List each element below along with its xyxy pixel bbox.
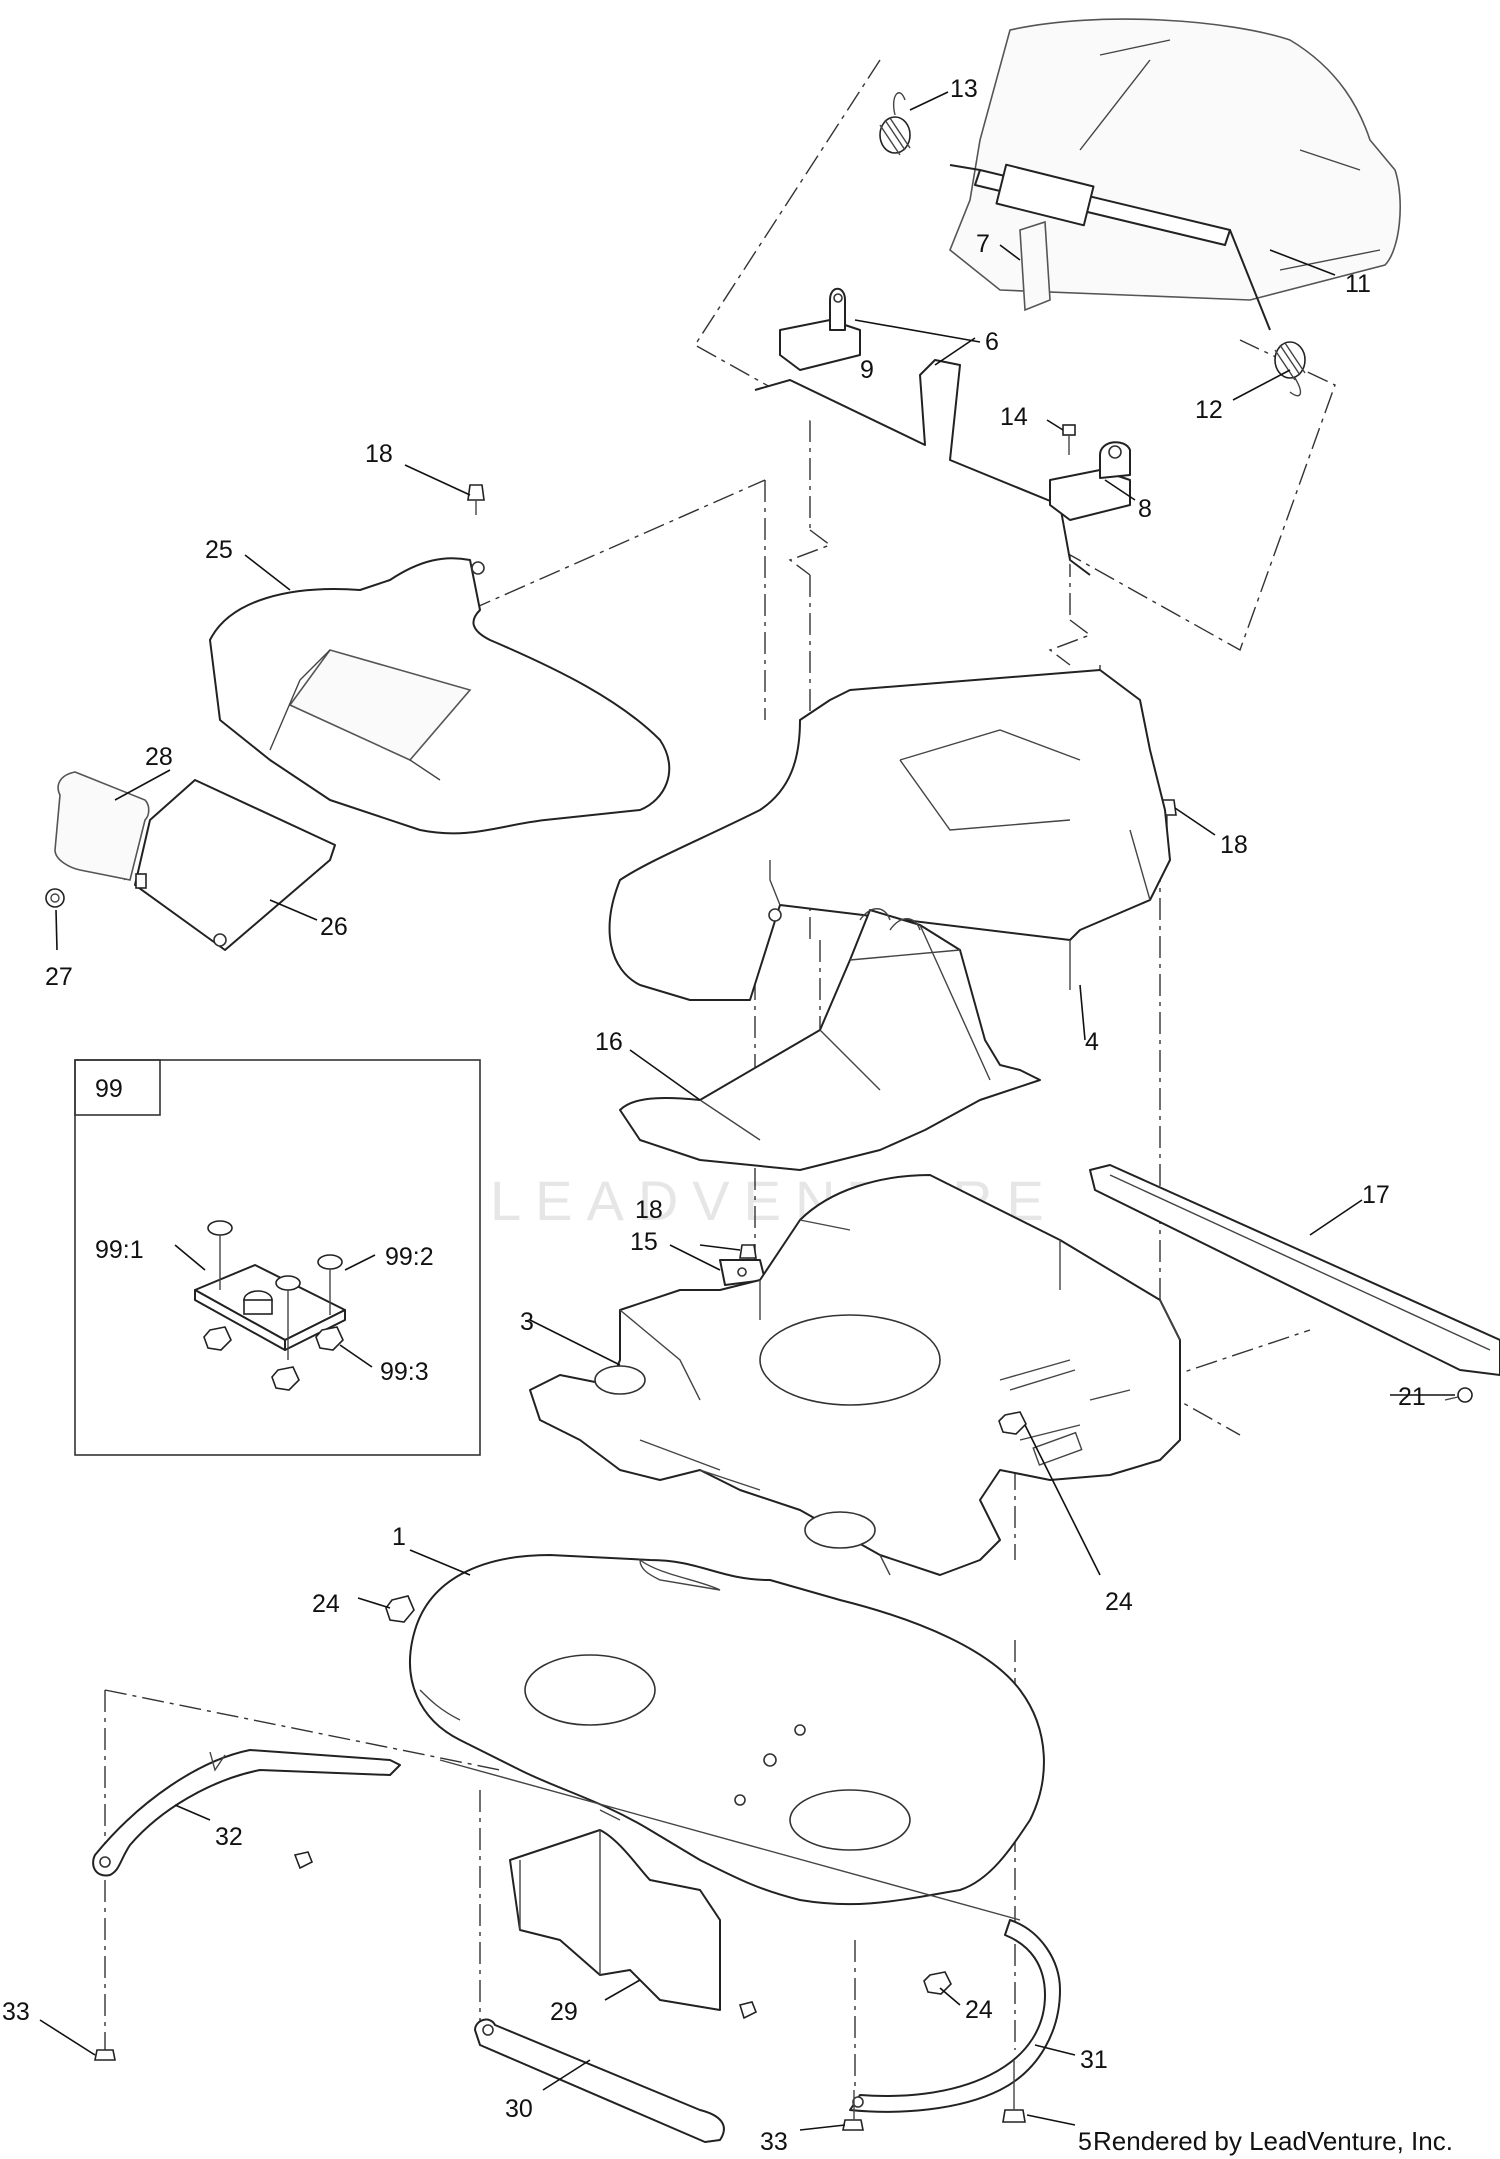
guide-32 [92,1749,401,1877]
rod-6 [754,359,1091,576]
panel-4 [608,669,1171,1001]
leader-lines [39,91,1455,2131]
bracket-8 [1049,441,1131,521]
callout-25: 25 [205,536,233,564]
callout-99-3: 99:3 [380,1358,429,1386]
deck-1 [409,1554,1045,1921]
callout-15: 15 [630,1228,658,1256]
callout-28: 28 [145,743,173,771]
callout-8: 8 [1138,495,1152,523]
callout-33-b: 33 [760,2128,788,2156]
chute-16 [619,908,1041,1171]
callout-21: 21 [1398,1383,1426,1411]
callout-labels: 13 11 7 6 9 12 14 8 18 25 28 26 27 18 4 … [2,75,1426,2156]
decal-7 [1019,220,1051,312]
seat-cover-11 [949,18,1401,331]
inset-label: 99 [95,1075,123,1103]
callout-24-a: 24 [312,1590,340,1618]
bolt-14 [1062,424,1076,455]
callout-3: 3 [520,1308,534,1336]
bolt-5 [1002,2060,1026,2123]
bolt-33-a [94,2049,116,2061]
callout-1: 1 [392,1523,406,1551]
callout-12: 12 [1195,396,1223,424]
callout-29: 29 [550,1998,578,2026]
callout-33-a: 33 [2,1998,30,2026]
callout-9: 9 [860,356,874,384]
nut-24-c [923,1971,952,1995]
callout-18-a: 18 [365,440,393,468]
callout-31: 31 [1080,2046,1108,2074]
spring-12 [1274,341,1306,397]
callout-99-1: 99:1 [95,1236,144,1264]
trim-17 [1089,1164,1500,1376]
callout-24-b: 24 [1105,1588,1133,1616]
callout-26: 26 [320,913,348,941]
bolt-misc [293,1851,758,2020]
hood-25 [209,557,671,835]
callout-13: 13 [950,75,978,103]
bolt-33-b [842,2090,864,2131]
screw-21 [1444,1387,1473,1403]
callout-16: 16 [595,1028,623,1056]
inset-kit-99: 99 [74,1059,481,1456]
callout-32: 32 [215,1823,243,1851]
callout-6: 6 [985,328,999,356]
callout-24-c: 24 [965,1996,993,2024]
callout-99-2: 99:2 [385,1243,434,1271]
bolt-18-a [467,484,485,515]
bracket-9 [779,287,861,371]
callout-18-c: 18 [635,1196,663,1224]
callout-4: 4 [1085,1028,1099,1056]
render-credit: Rendered by LeadVenture, Inc. [1093,2126,1453,2156]
guide-31 [849,1919,1061,2113]
screw-27 [45,888,65,908]
spring-13 [879,92,911,156]
nut-24-b [998,1411,1027,1435]
callout-7: 7 [976,230,990,258]
bracket-30 [474,2018,725,2143]
callout-17: 17 [1362,1181,1390,1209]
plate-26 [134,779,336,951]
decal-28 [54,771,150,881]
nut-24-a [385,1595,415,1623]
callout-30: 30 [505,2095,533,2123]
callout-14: 14 [1000,403,1028,431]
shield-29 [509,1829,721,2011]
frame-3 [529,1174,1181,1576]
callout-5: 5 [1078,2128,1092,2156]
callout-11: 11 [1345,270,1371,298]
callout-18-b: 18 [1220,831,1248,859]
callout-27: 27 [45,963,73,991]
